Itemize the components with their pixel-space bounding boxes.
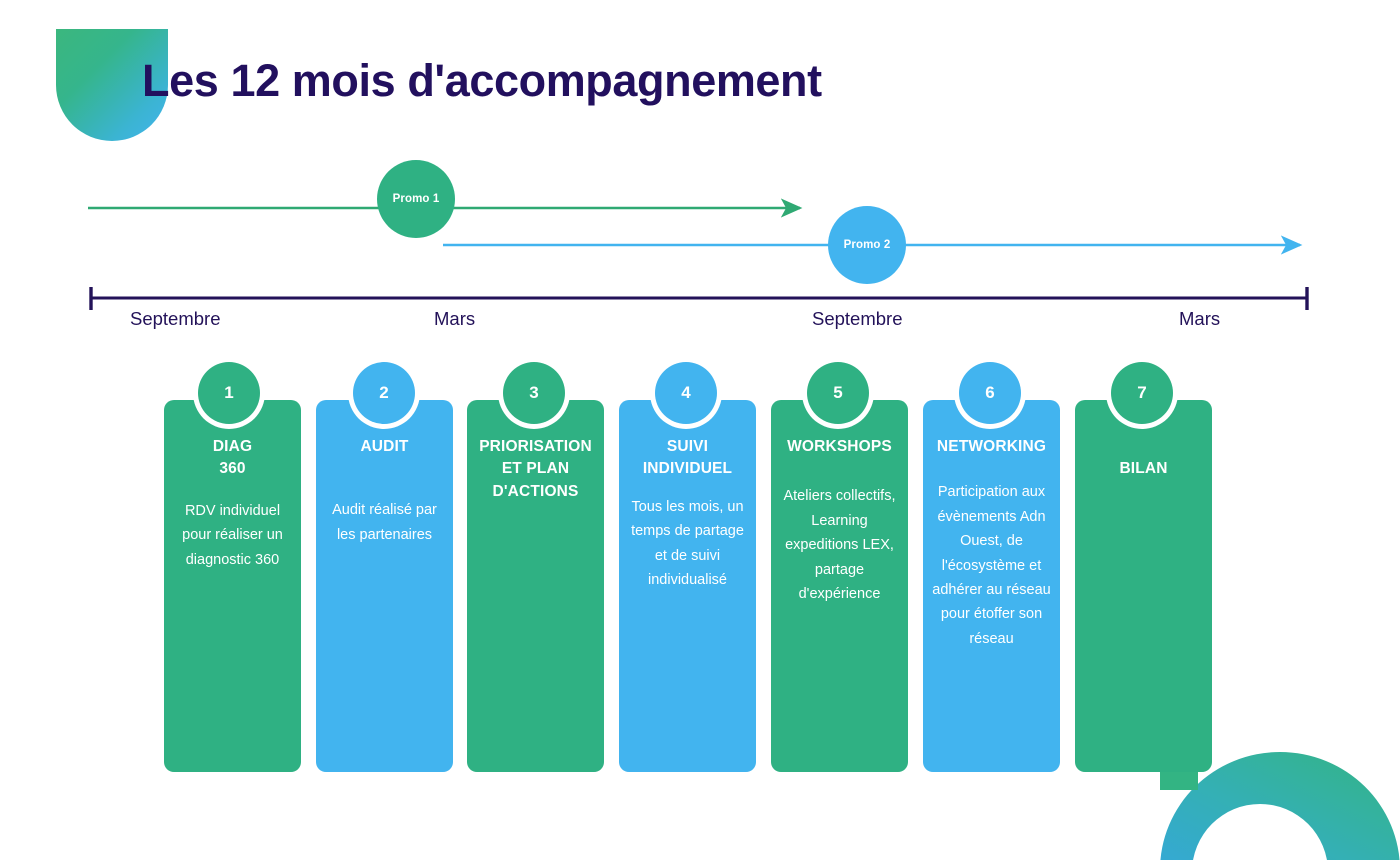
step-card-1-title-line1: DIAG — [212, 438, 253, 455]
step-card-2[interactable]: AUDIT Audit réalisé par les partenaires — [316, 400, 453, 772]
promo-bubble-1: Promo 1 — [377, 160, 455, 238]
step-card-1-title: DIAG 360 — [173, 436, 292, 481]
step-card-6-title: NETWORKING — [936, 438, 1047, 455]
step-badge-1: 1 — [198, 362, 260, 424]
step-badge-7-number: 7 — [1137, 383, 1147, 402]
promo-bubble-2-label: Promo 2 — [843, 239, 891, 251]
month-label-2: Mars — [434, 308, 476, 329]
step-card-4-body: Tous les mois, un temps de partage et de… — [631, 498, 744, 589]
step-card-7[interactable]: BILAN — [1075, 400, 1212, 772]
promo-bubble-2: Promo 2 — [828, 206, 906, 284]
step-badge-1-number: 1 — [224, 383, 234, 402]
step-card-5-body: Ateliers collectifs, Learning expedition… — [783, 488, 896, 602]
step-card-4-title: SUIVI INDIVIDUEL — [642, 438, 733, 478]
step-card-1-title-line2: 360 — [219, 460, 246, 478]
step-badge-5-number: 5 — [833, 383, 843, 402]
step-badge-4: 4 — [655, 362, 717, 424]
decoration-half-circle-icon — [56, 29, 168, 141]
step-card-4[interactable]: SUIVI INDIVIDUEL Tous les mois, un temps… — [619, 400, 756, 772]
step-badge-6: 6 — [959, 362, 1021, 424]
step-card-1[interactable]: DIAG 360 RDV individuel pour réaliser un… — [164, 400, 301, 772]
step-card-2-title: AUDIT — [360, 438, 409, 455]
step-badge-6-number: 6 — [985, 383, 995, 402]
step-badge-5: 5 — [807, 362, 869, 424]
step-badge-7: 7 — [1111, 362, 1173, 424]
month-label-4: Mars — [1179, 308, 1221, 329]
step-card-5-title: WORKSHOPS — [787, 438, 892, 455]
step-badge-3-number: 3 — [529, 383, 539, 402]
promo-bubble-1-label: Promo 1 — [392, 193, 440, 205]
step-card-5[interactable]: WORKSHOPS Ateliers collectifs, Learning … — [771, 400, 908, 772]
page-title: Les 12 mois d'accompagnement — [142, 55, 822, 106]
step-card-6-body: Participation aux évènements Adn Ouest, … — [932, 484, 1051, 647]
step-badge-4-number: 4 — [681, 383, 691, 402]
month-label-3: Septembre — [812, 308, 903, 329]
month-label-1: Septembre — [130, 308, 221, 329]
step-card-3-title: PRIORISATION ET PLAN D'ACTIONS — [479, 438, 592, 500]
step-card-7-title: BILAN — [1119, 460, 1168, 477]
step-card-2-body: Audit réalisé par les partenaires — [332, 502, 437, 543]
month-axis — [0, 280, 1400, 340]
step-card-6[interactable]: NETWORKING Participation aux évènements … — [923, 400, 1060, 772]
step-badge-2-number: 2 — [379, 383, 389, 402]
step-card-3[interactable]: PRIORISATION ET PLAN D'ACTIONS — [467, 400, 604, 772]
step-card-1-body: RDV individuel pour réaliser un diagnost… — [182, 502, 283, 568]
step-badge-2: 2 — [353, 362, 415, 424]
step-badge-3: 3 — [503, 362, 565, 424]
